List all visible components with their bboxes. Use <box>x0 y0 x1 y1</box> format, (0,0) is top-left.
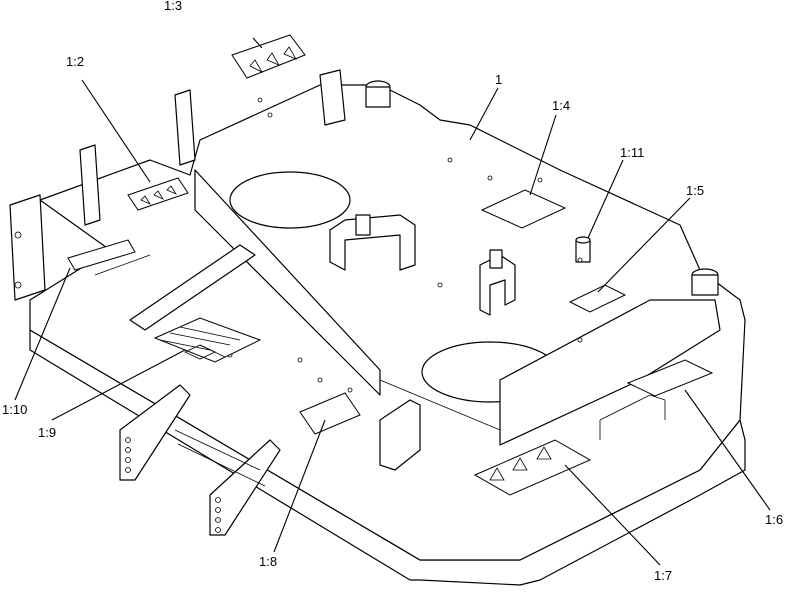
deck-holes <box>227 97 583 393</box>
top-bracket <box>319 69 346 126</box>
decal-1-9 <box>153 317 262 363</box>
rear-bracket-left <box>79 144 101 226</box>
callout-1-3: 1:3 <box>164 0 182 13</box>
front-lift-arm-right <box>209 439 281 536</box>
right-post <box>489 249 503 269</box>
mower-deck <box>9 69 746 586</box>
leader-lines <box>14 37 771 566</box>
left-side-plate <box>9 194 46 301</box>
callout-1-7: 1:7 <box>654 568 672 583</box>
right-bracket <box>479 254 516 316</box>
front-bracket-right <box>379 399 421 471</box>
spindle-post <box>355 214 371 236</box>
callouts: 1:3 1:2 1 1:4 1:11 1:5 1:6 1:7 1:8 1:9 1… <box>2 0 783 583</box>
callout-1-10: 1:10 <box>2 402 27 417</box>
decal-1-2 <box>127 177 189 211</box>
callout-1: 1 <box>495 72 502 87</box>
rear-bracket-right <box>174 89 196 166</box>
decal-1-6 <box>626 359 714 397</box>
spindle-bracket <box>329 214 416 271</box>
right-baffle <box>499 299 721 446</box>
callout-1-9: 1:9 <box>38 425 56 440</box>
callout-1-6: 1:6 <box>765 512 783 527</box>
callout-1-5: 1:5 <box>686 183 704 198</box>
decal-1-8 <box>299 392 361 435</box>
decal-1-7 <box>473 439 592 496</box>
decal-1-4 <box>480 189 567 229</box>
decal-1-5 <box>568 284 627 313</box>
front-lift-arm-left <box>119 384 191 481</box>
callout-1-2: 1:2 <box>66 54 84 69</box>
decal-1-10 <box>67 239 136 271</box>
left-blade-opening <box>229 171 351 229</box>
left-ramp <box>129 244 256 331</box>
callout-1-4: 1:4 <box>552 98 570 113</box>
callout-1-8: 1:8 <box>259 554 277 569</box>
decal-1-3 <box>231 34 306 79</box>
callout-1-11: 1:11 <box>620 145 644 160</box>
